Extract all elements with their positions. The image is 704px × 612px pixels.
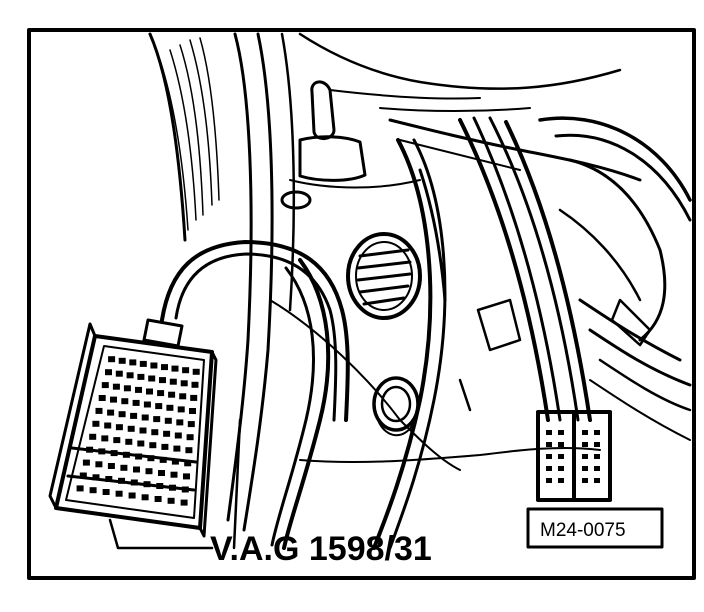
socket (180, 499, 188, 506)
socket (108, 356, 116, 363)
socket (180, 380, 188, 387)
figure-frame (27, 28, 696, 580)
socket (183, 473, 190, 480)
socket (177, 406, 185, 413)
socket (110, 396, 117, 403)
socket (189, 408, 196, 414)
socket (137, 440, 145, 447)
socket (102, 489, 110, 495)
socket (166, 404, 174, 411)
socket (125, 438, 133, 445)
socket (141, 494, 149, 501)
socket (161, 364, 168, 371)
socket (115, 424, 123, 431)
socket (89, 487, 97, 494)
socket (159, 377, 166, 384)
test-box (48, 318, 218, 538)
socket (176, 419, 184, 426)
socket (107, 409, 115, 416)
socket (101, 435, 109, 442)
socket (145, 468, 153, 475)
reference-box (526, 507, 664, 549)
socket (184, 460, 192, 467)
socket (129, 359, 137, 366)
socket (149, 442, 157, 449)
socket (113, 437, 121, 444)
socket (92, 420, 100, 427)
socket (159, 456, 167, 463)
socket (150, 362, 158, 369)
socket (101, 382, 109, 389)
socket (168, 391, 176, 398)
socket (118, 357, 126, 364)
socket (146, 388, 153, 395)
socket (82, 459, 90, 466)
socket (173, 445, 181, 452)
socket (164, 417, 172, 424)
reference-code: M24-0075 (540, 520, 626, 541)
socket (153, 416, 161, 423)
dashboard-drawing (148, 32, 692, 532)
socket (126, 372, 134, 379)
socket (179, 393, 187, 400)
socket (120, 464, 128, 471)
socket (191, 381, 199, 388)
socket (118, 411, 126, 418)
socket (171, 458, 179, 465)
socket (192, 368, 200, 375)
socket (92, 474, 100, 481)
socket (185, 447, 193, 454)
adapter-cables (160, 116, 592, 550)
socket (123, 385, 131, 392)
socket (79, 472, 87, 479)
socket (95, 461, 103, 468)
leader-lines (108, 418, 242, 550)
socket (155, 403, 163, 410)
socket (95, 407, 103, 414)
socket (161, 443, 169, 450)
socket (170, 471, 178, 478)
socket (115, 490, 123, 497)
socket (182, 367, 190, 374)
socket (104, 422, 112, 429)
socket (171, 365, 179, 372)
socket (127, 425, 135, 432)
socket (137, 373, 145, 380)
socket (143, 401, 151, 408)
connector-plugs (536, 410, 612, 502)
socket (169, 378, 177, 385)
socket (112, 383, 120, 390)
socket (154, 496, 162, 502)
socket (190, 394, 198, 401)
socket (158, 470, 165, 476)
socket (139, 360, 147, 367)
socket (89, 433, 97, 440)
socket (107, 463, 115, 469)
socket (115, 370, 123, 377)
socket (157, 390, 165, 397)
socket (105, 369, 112, 376)
tool-label: V.A.G 1598/31 (210, 530, 432, 568)
socket (148, 375, 156, 382)
socket (186, 434, 194, 441)
socket (132, 399, 140, 406)
socket (121, 398, 129, 405)
socket (135, 386, 142, 393)
socket (139, 427, 147, 434)
socket (76, 485, 84, 492)
socket (130, 412, 138, 419)
socket (163, 430, 171, 437)
socket (105, 476, 113, 482)
socket (187, 421, 195, 428)
socket (98, 395, 106, 401)
socket (133, 466, 140, 473)
socket (167, 497, 175, 504)
socket (151, 429, 159, 436)
socket (174, 432, 182, 439)
socket (141, 414, 149, 421)
socket (128, 492, 136, 499)
